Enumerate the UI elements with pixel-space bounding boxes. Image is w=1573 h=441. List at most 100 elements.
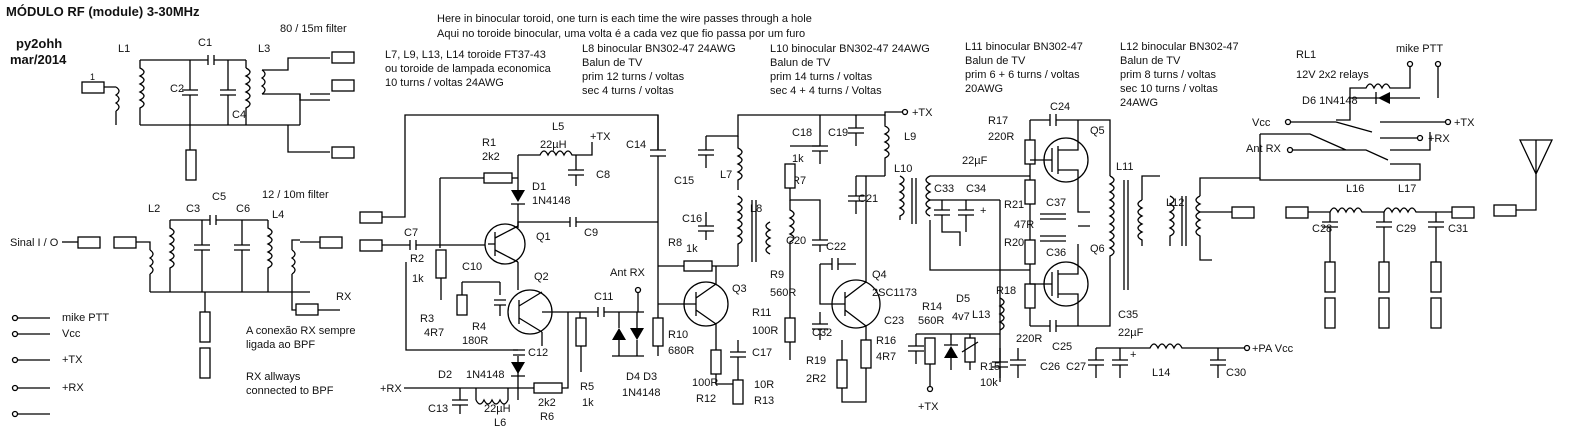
label-R11v: 100R (752, 325, 778, 337)
resistor-R21 (1024, 179, 1036, 205)
ground-c31b (1430, 297, 1442, 329)
label-Q1: Q1 (536, 231, 551, 243)
terminal-tx (11, 356, 19, 364)
label-R8: R8 (668, 237, 682, 249)
relay-terminal-vcc (1284, 118, 1292, 126)
note-l10-1: L10 binocular BN302-47 24AWG (770, 43, 930, 55)
stage-q3: C14 R10 680R R8 1k Q3 100R R12 C17 10R R… (626, 114, 820, 407)
label-C12: C12 (528, 347, 548, 359)
label-Q4: Q4 (872, 269, 887, 281)
connector-lpf-in (1285, 206, 1309, 219)
terminal-mike-ptt (11, 314, 19, 322)
label-C28: C28 (1312, 223, 1332, 235)
resistor-R8 (683, 260, 713, 272)
label-pa-vcc: +PA Vcc (1252, 343, 1294, 355)
label-R20: R20 (1004, 237, 1024, 249)
relay-rl1: RL1 12V 2x2 relays mike PTT D6 1N4148 Vc… (1246, 43, 1554, 217)
label-R12v: 100R (692, 377, 718, 389)
coil-L1 (138, 60, 145, 125)
relay-ant-rx: Ant RX (1246, 143, 1282, 155)
label-Q5: Q5 (1090, 125, 1105, 137)
label-L1: L1 (118, 43, 130, 55)
resistor-R6 (533, 382, 563, 394)
stage-q1-q2: C7 R2 1k R3 4R7 R1 2k2 D1 1N4148 L5 22µH… (359, 114, 661, 429)
relay-terminal-rx (1416, 134, 1424, 142)
label-Q6: Q6 (1090, 243, 1105, 255)
sinal-io-label: Sinal I / O (10, 237, 59, 249)
note-l10-2: Balun de TV (770, 57, 831, 69)
terminal-tx-bias (926, 385, 934, 393)
label-C21: C21 (858, 193, 878, 205)
label-plus-c35: + (1130, 349, 1136, 361)
label-R16: R16 (876, 335, 896, 347)
diode-D3 (630, 328, 644, 340)
resistor-R2 (435, 249, 447, 279)
label-R21: R21 (1004, 199, 1024, 211)
resistor-R7 (784, 163, 796, 189)
label-R18v: 220R (1016, 333, 1042, 345)
note-toroid-1: L7, L9, L13, L14 toroide FT37-43 (385, 49, 546, 61)
author-callsign: py2ohh (16, 36, 62, 51)
filter-12-label: 12 / 10m filter (262, 189, 329, 201)
coil-L12-prim (1168, 195, 1175, 246)
label-R19v: 2R2 (806, 373, 826, 385)
label-R10v: 680R (668, 345, 694, 357)
label-D3v: 1N4148 (622, 387, 661, 399)
label-R14: R14 (922, 301, 942, 313)
ground-c29 (1378, 261, 1390, 293)
label-22uf-a: 22µF (962, 155, 988, 167)
label-C24: C24 (1050, 101, 1070, 113)
note-l8-3: prim 12 turns / voltas (582, 71, 685, 83)
connector-80-out3 (331, 146, 355, 159)
connector-pa-out (1231, 206, 1255, 219)
coil-L2 (168, 220, 175, 292)
resistor-R16 (860, 339, 872, 369)
coil-L10-prim (898, 175, 905, 220)
label-D5v: 4v7 (952, 311, 970, 323)
label-L17: L17 (1398, 183, 1416, 195)
note-l11-2: Balun de TV (965, 55, 1026, 67)
ground-c31 (1430, 261, 1442, 293)
diode-D6 (1378, 92, 1390, 104)
left-io: Sinal I / O mike PTT Vcc +TX +RX A conex… (10, 236, 355, 418)
label-C34: C34 (966, 183, 986, 195)
label-C26: C26 (1040, 361, 1060, 373)
coil-L3 (244, 67, 251, 125)
terminal-rx (11, 384, 19, 392)
note-rx-pt1: A conexão RX sempre (246, 325, 355, 337)
filter-80-15m: 80 / 15m filter L1 C1 L3 C2 C4 1 (81, 23, 355, 181)
terminal-gnd (11, 410, 19, 418)
label-R3: R3 (420, 313, 434, 325)
label-R12: R12 (696, 393, 716, 405)
relay-tx: +TX (1454, 117, 1475, 129)
label-D2v: 1N4148 (466, 369, 505, 381)
label-L11: L11 (1116, 161, 1134, 173)
relay-vcc: Vcc (1252, 117, 1271, 129)
label-R21v: 47R (1014, 219, 1034, 231)
ground-12 (199, 311, 211, 343)
label-R17v: 220R (988, 131, 1014, 143)
label-L4: L4 (272, 209, 284, 221)
label-C19: C19 (828, 127, 848, 139)
label-L12: L12 (1166, 197, 1184, 209)
label-C29: C29 (1396, 223, 1416, 235)
label-C8: C8 (596, 169, 610, 181)
label-R11: R11 (752, 307, 771, 319)
connector-80-out2 (331, 79, 355, 92)
note-rx-pt2: ligada ao BPF (246, 339, 315, 351)
label-plus-tx-q4: +TX (912, 107, 933, 119)
note-l12-2: Balun de TV (1120, 55, 1181, 67)
label-Q3: Q3 (732, 283, 747, 295)
label-D4D3: D4 D3 (626, 371, 657, 383)
terminal-vcc (11, 330, 19, 338)
label-R2v: 1k (412, 273, 424, 285)
label-R5v: 1k (582, 397, 594, 409)
note-l10-3: prim 14 turns / voltas (770, 71, 873, 83)
coil-L7 (736, 136, 743, 190)
label-R6: R6 (540, 411, 554, 423)
label-C10: C10 (462, 261, 482, 273)
label-R5: R5 (580, 381, 594, 393)
low-pass-filter: L16 L17 C28 C29 C31 (1285, 183, 1475, 329)
label-R7v: 1k (792, 153, 804, 165)
